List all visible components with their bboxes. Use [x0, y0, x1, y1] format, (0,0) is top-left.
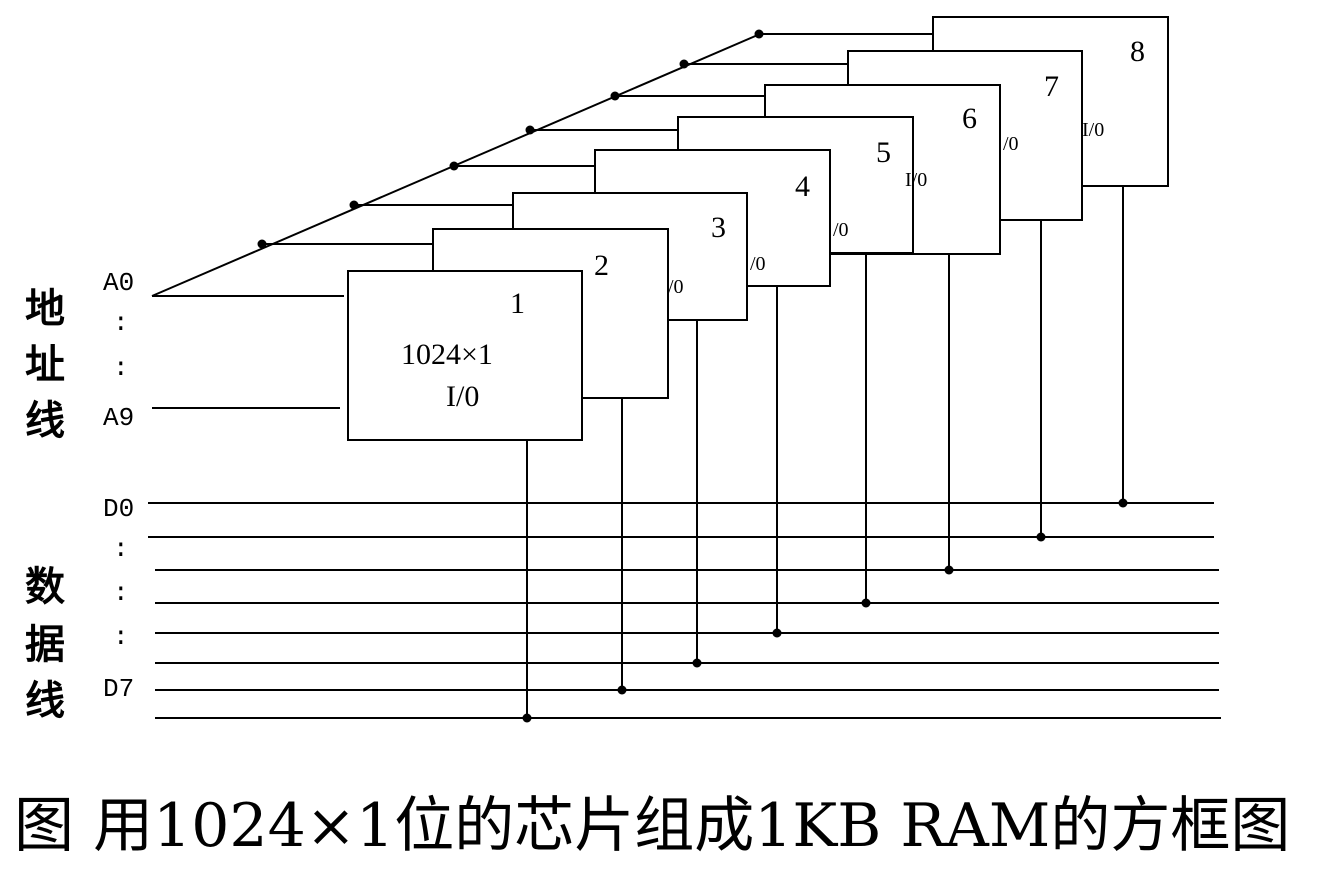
data-bottom-label: D7: [103, 674, 134, 704]
address-top-label: A0: [103, 268, 134, 298]
data-junction-dot: [1036, 532, 1046, 542]
address-junction-dot: [610, 91, 620, 101]
data-bus-layer: [148, 186, 1221, 723]
chip-number: 3: [711, 211, 726, 244]
address-junction-dot: [525, 125, 535, 135]
data-ellipsis-2: :: [113, 578, 129, 608]
data-junction-dot: [772, 628, 782, 638]
address-label-char-1: 地: [25, 286, 65, 332]
chip-number: 1: [510, 287, 525, 320]
address-label-char-3: 线: [25, 398, 65, 444]
data-ellipsis-1: :: [113, 534, 129, 564]
data-label-char-3: 线: [25, 678, 65, 724]
address-junction-dot: [449, 161, 459, 171]
data-junction-dot: [944, 565, 954, 575]
data-junction-dot: [692, 658, 702, 668]
address-junction-dot: [349, 200, 359, 210]
address-junction-dot: [679, 59, 689, 69]
data-label-char-1: 数: [25, 564, 65, 610]
chip-number: 7: [1044, 70, 1059, 103]
data-top-label: D0: [103, 494, 134, 524]
chip-number: 4: [795, 170, 810, 203]
chip-box: [347, 270, 583, 441]
memory-chip-1: 1: [347, 270, 583, 441]
chip-io-label: I/0: [1082, 119, 1104, 141]
chip-io-label: /0: [668, 276, 684, 298]
data-label-char-2: 据: [25, 622, 65, 668]
chip-io-label: /0: [750, 253, 766, 275]
figure-caption: 图 用1024×1位的芯片组成1KB RAM的方框图: [14, 791, 1290, 861]
chip-io-label: /0: [833, 219, 849, 241]
chip-number: 5: [876, 136, 891, 169]
data-junction-dot: [861, 598, 871, 608]
chip1-io: I/0: [446, 380, 479, 413]
address-junction-dot: [257, 239, 267, 249]
address-label-char-2: 址: [25, 342, 65, 388]
chip-number: 6: [962, 102, 977, 135]
chip-io-label: I/0: [905, 169, 927, 191]
data-ellipsis-3: :: [113, 622, 129, 652]
data-junction-dot: [617, 685, 627, 695]
data-junction-dot: [1118, 498, 1128, 508]
address-ellipsis-1: :: [113, 308, 129, 338]
chip1-spec: 1024×1: [401, 338, 493, 371]
chip-io-label: /0: [1003, 133, 1019, 155]
chip-number: 2: [594, 249, 609, 282]
address-bottom-label: A9: [103, 403, 134, 433]
chips-layer: 87I/06/05I/04/03/02/01: [257, 16, 1169, 441]
address-junction-dot: [754, 29, 764, 39]
address-ellipsis-2: :: [113, 353, 129, 383]
data-junction-dot: [522, 713, 532, 723]
chip-number: 8: [1130, 35, 1145, 68]
